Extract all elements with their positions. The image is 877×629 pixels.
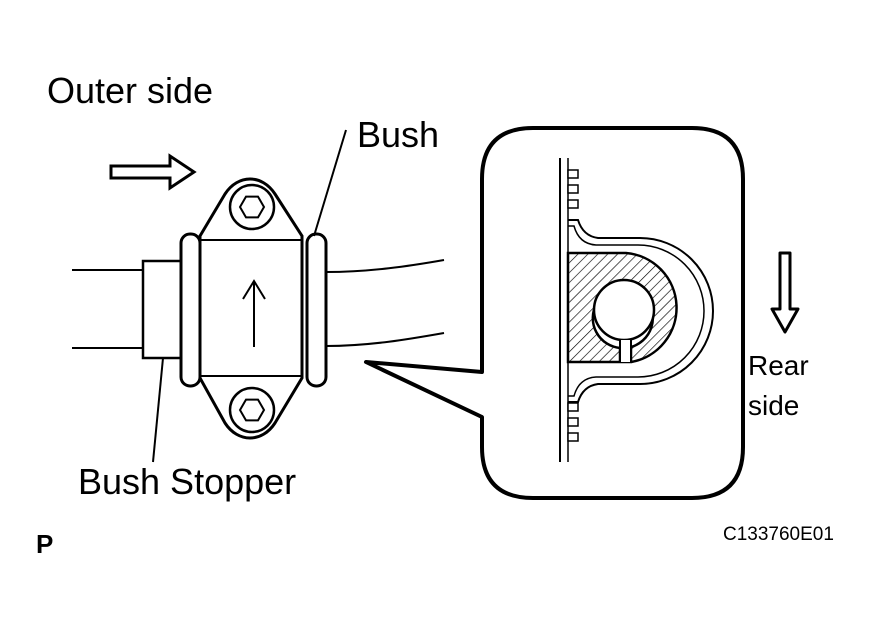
view-marker: P [36,529,54,559]
direction-arrow [242,279,266,347]
lower-bolt [228,386,276,434]
bush-right-ring [305,232,328,388]
rear-side-label-line2: side [748,390,800,421]
bush-label: Bush [357,114,440,155]
bush-stopper-leader [152,357,164,463]
bush-leader [313,129,347,237]
upper-bolt [228,183,276,231]
rear-side-label-line1: Rear [748,350,809,381]
detail-cross-section [559,158,714,462]
detail-callout [364,126,745,500]
figure-code: C133760E01 [723,524,834,545]
bush-stopper-label: Bush Stopper [78,461,297,502]
outer-side-arrow [109,153,197,191]
outer-side-label: Outer side [47,70,214,111]
rear-side-arrow [770,251,800,334]
bracket [198,177,304,440]
bush-left-ring [179,232,202,388]
stabilizer-bar [72,259,445,349]
